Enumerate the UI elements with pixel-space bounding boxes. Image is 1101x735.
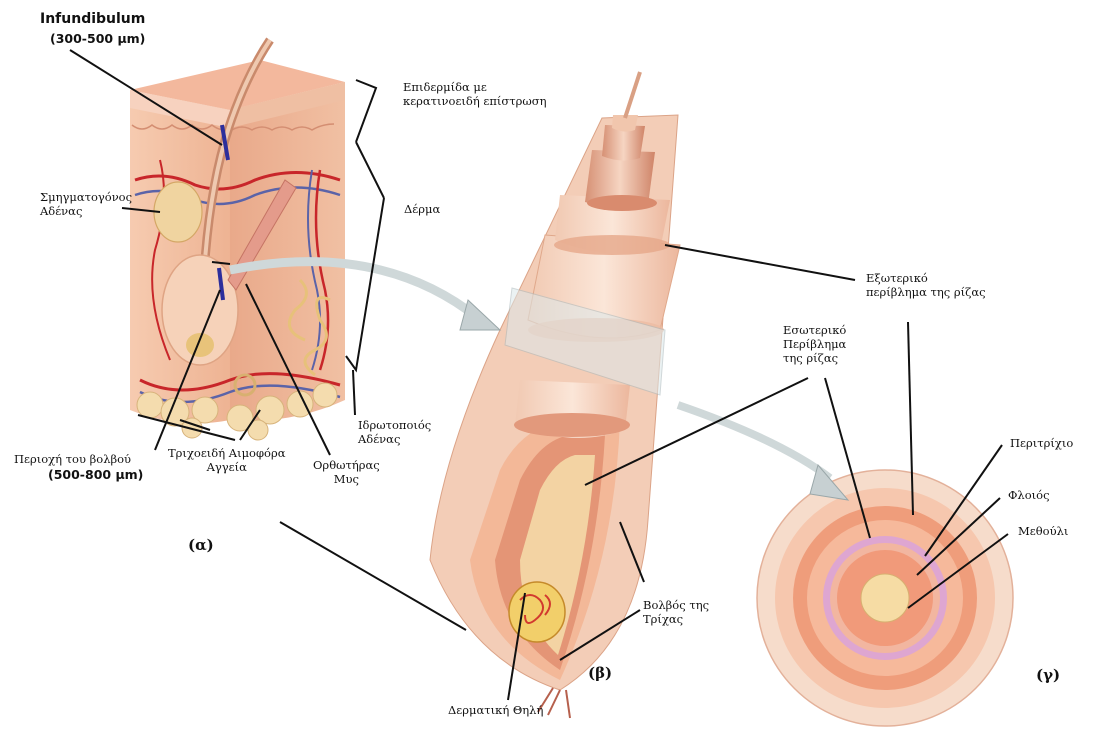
panel-label-c: (γ) bbox=[1036, 666, 1060, 684]
cuticle-label: Περιτρίχιο bbox=[1010, 436, 1073, 450]
infundibulum-size: (300-500 μm) bbox=[50, 32, 145, 46]
panel-label-b: (β) bbox=[588, 664, 612, 682]
bulb-region-label: Περιοχή του βολβού bbox=[14, 452, 131, 466]
arrector-muscle-label: Ορθωτήρας Μυς bbox=[313, 458, 380, 486]
epidermis-label: Επιδερμίδα με κερατινοειδή επίστρωση bbox=[403, 80, 547, 108]
medulla-label: Μεθούλι bbox=[1018, 524, 1068, 538]
bulb-region-size: (500-800 μm) bbox=[48, 468, 143, 482]
outer-root-sheath-label: Εξωτερικό περίβλημα της ρίζας bbox=[866, 271, 986, 299]
hair-bulb-label: Βολβός της Τρίχας bbox=[643, 598, 709, 626]
skin-block-a bbox=[130, 40, 345, 440]
dermis-label: Δέρμα bbox=[404, 202, 440, 216]
cross-section-c bbox=[757, 470, 1013, 726]
sweat-gland-label: Ιδρωτοποιός Αδένας bbox=[358, 418, 431, 446]
infundibulum-title: Infundibulum bbox=[40, 12, 145, 26]
sebaceous-gland-label: Σμηγματογόνος Αδένας bbox=[40, 190, 132, 218]
capillaries-label: Τριχοειδή Αιμοφόρα Αγγεία bbox=[168, 446, 285, 474]
dermal-papilla-label: Δερματική Θηλή bbox=[448, 703, 543, 717]
cortex-label: Φλοιός bbox=[1008, 488, 1050, 502]
inner-root-sheath-label: Εσωτερικό Περίβλημα της ρίζας bbox=[783, 323, 846, 365]
panel-label-a: (α) bbox=[188, 536, 214, 554]
